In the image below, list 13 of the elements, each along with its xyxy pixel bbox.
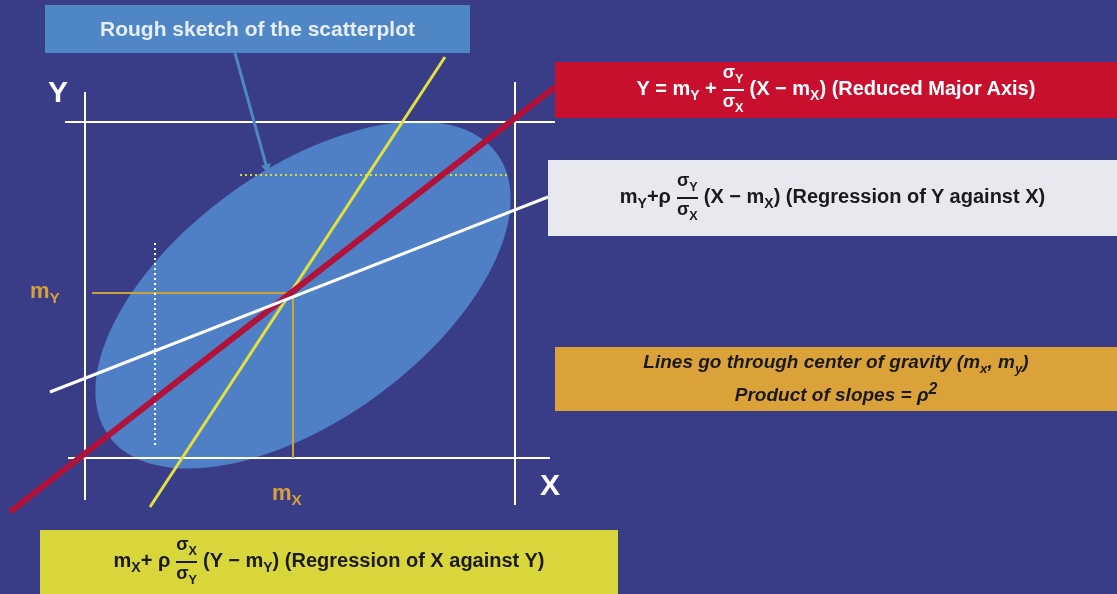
formula-box (555, 62, 1117, 118)
formula-box (548, 160, 1117, 236)
callout-box (45, 5, 470, 53)
note-text: Lines go through center of gravity (m$_{x}$, m$_{y}$) Product of slopes = ρ$^{2}$ (642, 349, 1030, 408)
regression-line (49, 195, 549, 394)
mean-label: m$_{X}$ (272, 480, 302, 510)
formula-box (40, 530, 618, 594)
mean-label: m$_{Y}$ (30, 278, 60, 308)
axis-label: Y (48, 75, 68, 109)
axis-label: X (540, 468, 560, 502)
callout-text: Rough sketch of the scatterplot (100, 16, 415, 43)
arrow (233, 52, 271, 174)
note-box (555, 347, 1117, 411)
